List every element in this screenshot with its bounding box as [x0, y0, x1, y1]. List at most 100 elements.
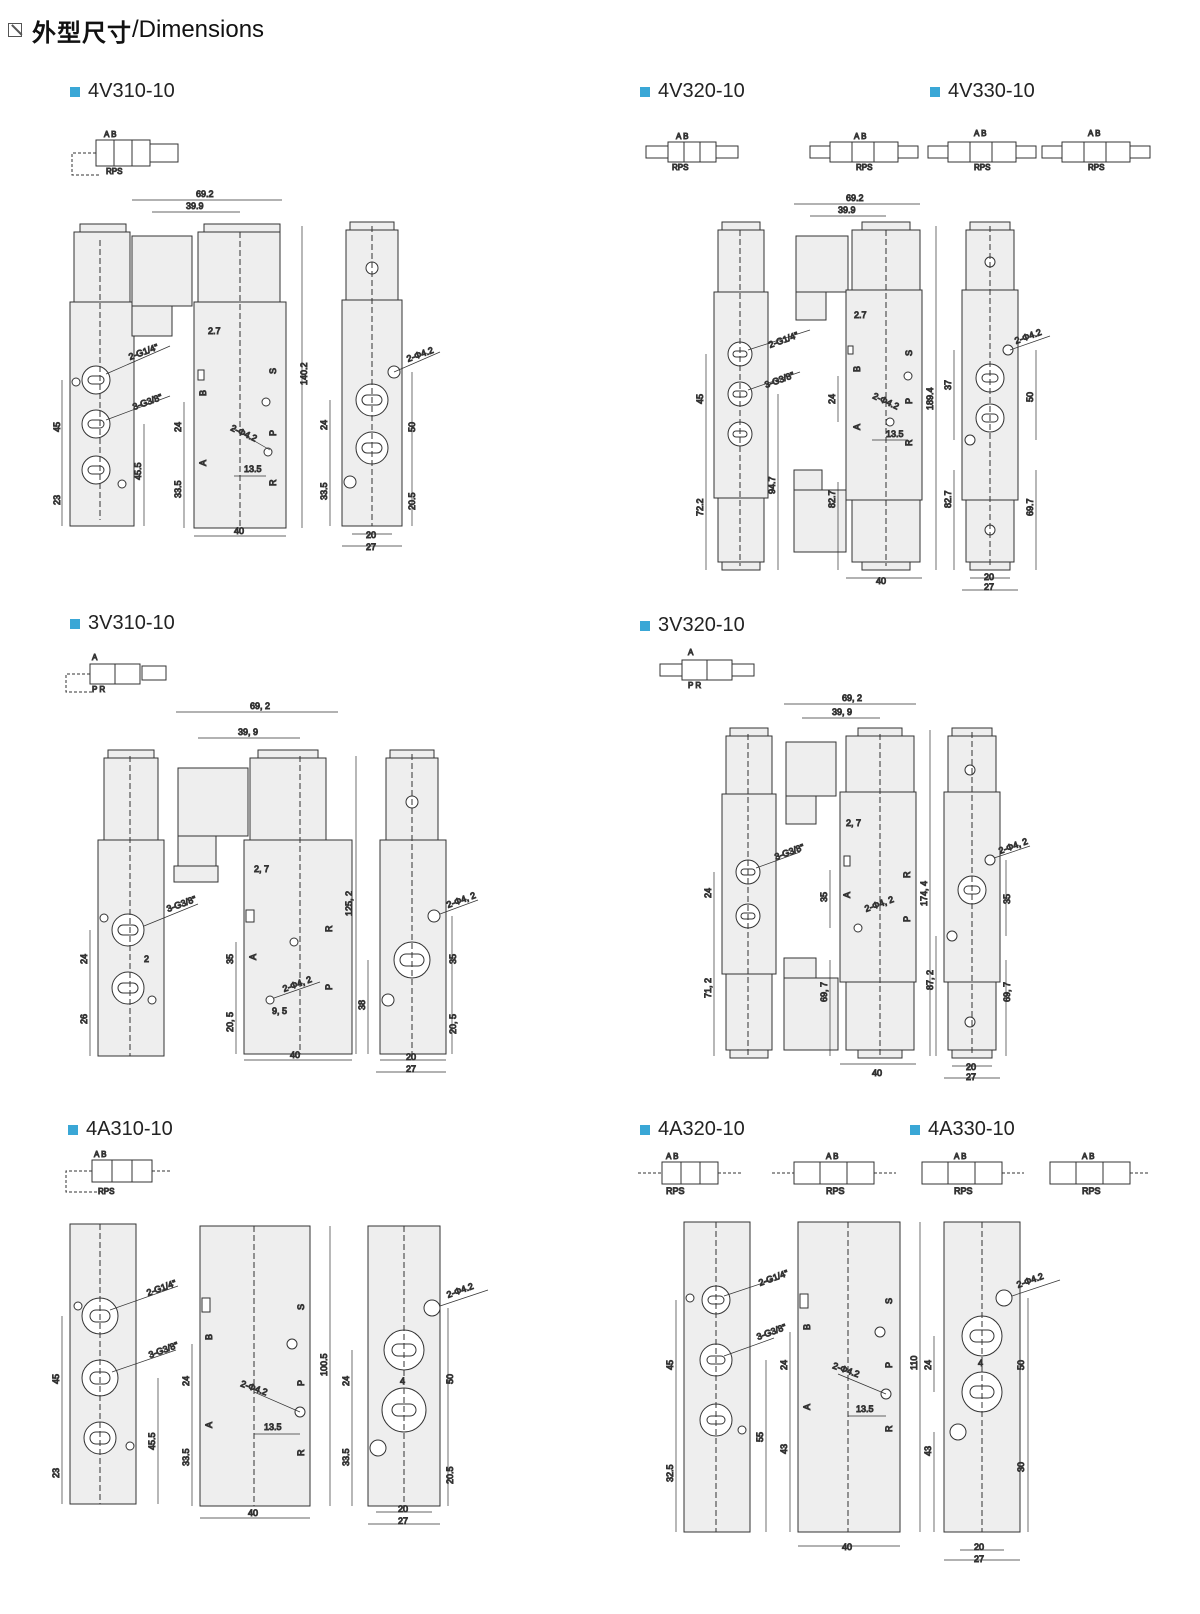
svg-text:27: 27 — [366, 542, 376, 552]
svg-text:38: 38 — [357, 1000, 367, 1010]
svg-text:2-G1/4": 2-G1/4" — [145, 1278, 177, 1298]
svg-text:27: 27 — [398, 1516, 408, 1526]
svg-text:13.5: 13.5 — [264, 1422, 282, 1432]
front-view-4a320 — [683, 1221, 751, 1533]
side-view-4a310 — [199, 1225, 311, 1507]
svg-text:82.7: 82.7 — [943, 490, 953, 508]
side-view-4v320 — [793, 221, 923, 571]
dim-lines-4v320 — [705, 203, 1051, 591]
svg-text:RPS: RPS — [1088, 163, 1104, 172]
svg-text:69, 7: 69, 7 — [819, 982, 829, 1002]
svg-text:A: A — [842, 892, 852, 898]
svg-text:A B: A B — [94, 1150, 106, 1159]
svg-text:24: 24 — [923, 1360, 933, 1370]
svg-text:P: P — [904, 398, 914, 404]
svg-text:24: 24 — [703, 888, 713, 898]
svg-text:A: A — [198, 460, 208, 466]
svg-text:24: 24 — [181, 1376, 191, 1386]
svg-text:RPS: RPS — [974, 163, 990, 172]
svg-text:2-Φ4, 2: 2-Φ4, 2 — [445, 890, 477, 910]
dim-lines-4a320 — [675, 1222, 1061, 1561]
model-heading: 4V310-10 — [70, 80, 175, 103]
svg-text:40: 40 — [248, 1508, 258, 1518]
svg-text:33.5: 33.5 — [341, 1448, 351, 1466]
svg-text:A B: A B — [954, 1152, 966, 1161]
svg-text:2.7: 2.7 — [208, 326, 221, 336]
svg-text:2.7: 2.7 — [854, 310, 867, 320]
svg-text:R: R — [268, 479, 278, 486]
side-view-3v320 — [783, 727, 917, 1059]
svg-text:24: 24 — [341, 1376, 351, 1386]
bullet-square-icon — [640, 1124, 650, 1135]
svg-text:P R: P R — [688, 681, 701, 690]
svg-text:20, 5: 20, 5 — [448, 1014, 458, 1034]
svg-text:RPS: RPS — [826, 1186, 845, 1196]
svg-text:A: A — [248, 954, 258, 960]
dim-lines-3v320 — [713, 703, 1031, 1079]
svg-text:A: A — [802, 1404, 812, 1410]
svg-text:39, 9: 39, 9 — [832, 707, 852, 717]
svg-text:30: 30 — [1016, 1462, 1026, 1472]
svg-text:P: P — [268, 430, 278, 436]
svg-text:2, 7: 2, 7 — [254, 864, 269, 874]
svg-text:P R: P R — [92, 685, 105, 694]
end-view-4a310 — [367, 1225, 441, 1507]
front-view-4v320 — [713, 221, 769, 571]
svg-text:P: P — [902, 916, 912, 922]
svg-text:69, 7: 69, 7 — [1002, 982, 1012, 1002]
end-view-4v310 — [341, 221, 403, 527]
dim-lines-3v310 — [89, 711, 479, 1073]
svg-text:RPS: RPS — [1082, 1186, 1101, 1196]
svg-text:A B: A B — [854, 132, 866, 141]
svg-text:RPS: RPS — [106, 167, 122, 176]
svg-text:R: R — [904, 439, 914, 446]
svg-text:20.5: 20.5 — [445, 1466, 455, 1484]
bullet-square-icon — [640, 86, 650, 97]
svg-text:87, 2: 87, 2 — [925, 970, 935, 990]
svg-text:35: 35 — [225, 954, 235, 964]
svg-text:A B: A B — [826, 1152, 838, 1161]
svg-text:2-G1/4": 2-G1/4" — [757, 1268, 789, 1288]
svg-text:B: B — [802, 1324, 812, 1330]
svg-text:50: 50 — [407, 422, 417, 432]
bullet-square-icon — [70, 618, 80, 629]
svg-text:3-G3/8": 3-G3/8" — [147, 1340, 179, 1360]
svg-text:20: 20 — [366, 530, 376, 540]
svg-text:A: A — [852, 424, 862, 430]
svg-text:35: 35 — [819, 892, 829, 902]
svg-text:45.5: 45.5 — [147, 1432, 157, 1450]
bullet-square-icon — [930, 86, 940, 97]
svg-text:27: 27 — [984, 582, 994, 592]
bullet-square-icon — [910, 1124, 920, 1135]
model-heading: 3V320-10 — [640, 614, 745, 637]
svg-text:RPS: RPS — [672, 163, 688, 172]
model-heading: 4V320-10 — [640, 80, 745, 103]
svg-text:24: 24 — [79, 954, 89, 964]
bullet-square-icon — [70, 86, 80, 97]
svg-text:S: S — [884, 1298, 894, 1304]
svg-text:39.9: 39.9 — [838, 205, 856, 215]
svg-text:33.5: 33.5 — [173, 480, 183, 498]
svg-text:33.5: 33.5 — [181, 1448, 191, 1466]
front-view-3v310 — [97, 749, 165, 1057]
svg-text:S: S — [296, 1304, 306, 1310]
svg-text:9, 5: 9, 5 — [272, 1006, 287, 1016]
svg-text:45: 45 — [51, 1374, 61, 1384]
svg-text:189.4: 189.4 — [925, 387, 935, 410]
svg-text:RPS: RPS — [954, 1186, 973, 1196]
svg-text:27: 27 — [406, 1064, 416, 1074]
svg-text:2-Φ4, 2: 2-Φ4, 2 — [997, 836, 1029, 856]
svg-text:4: 4 — [978, 1358, 983, 1368]
front-view-4a310 — [69, 1223, 137, 1505]
svg-text:13.5: 13.5 — [856, 1404, 874, 1414]
end-view-4v320 — [961, 221, 1019, 571]
svg-text:A: A — [92, 653, 98, 662]
svg-text:27: 27 — [966, 1072, 976, 1082]
valve-symbol-4a310: A B RPS — [65, 1150, 172, 1197]
svg-text:174, 4: 174, 4 — [919, 881, 929, 906]
svg-text:50: 50 — [445, 1374, 455, 1384]
model-heading: 4A330-10 — [910, 1118, 1015, 1141]
svg-text:S: S — [904, 350, 914, 356]
svg-text:110: 110 — [909, 1356, 919, 1370]
